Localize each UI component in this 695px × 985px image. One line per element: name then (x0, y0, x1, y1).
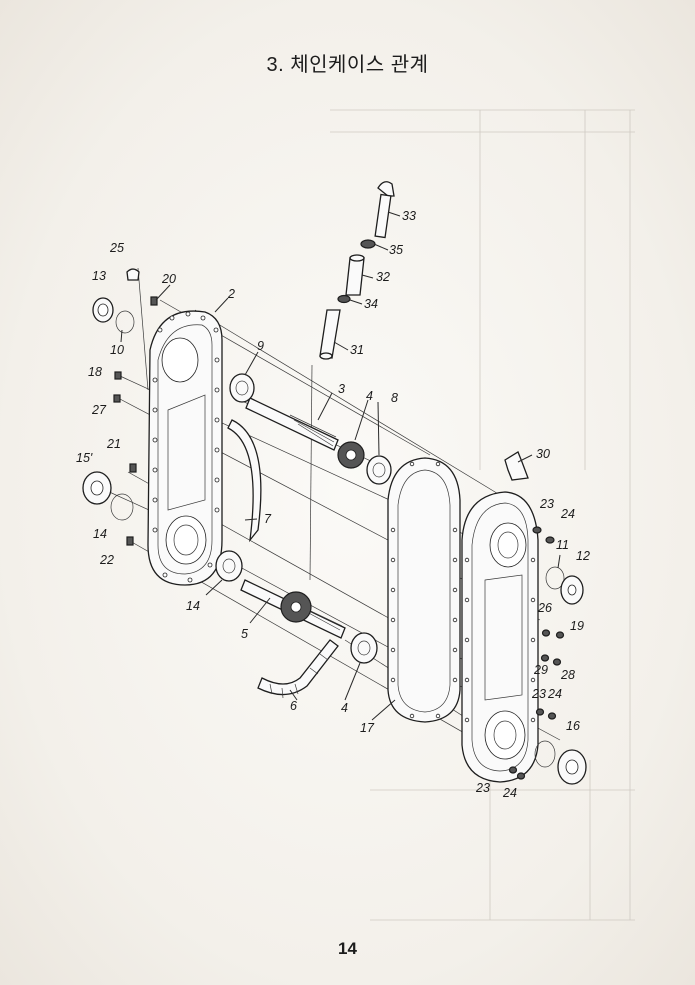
part-label: 33 (402, 209, 416, 223)
part-label: 18 (88, 365, 102, 379)
part-label: 23 (475, 781, 490, 795)
part-label: 24 (547, 687, 562, 701)
leader-lines (120, 211, 561, 721)
cover-left-bolt-holes (152, 311, 220, 583)
main-shaft (245, 397, 339, 451)
upper-shaft-assembly (319, 181, 395, 360)
part-label: 35 (389, 243, 403, 257)
gasket (387, 457, 461, 723)
part-label: 23 (539, 497, 554, 511)
part-label: 20 (161, 272, 176, 286)
part-label: 31 (350, 343, 364, 357)
part-label: 25 (109, 241, 124, 255)
part-label: 14 (93, 527, 107, 541)
part-label: 15' (76, 451, 93, 465)
part-label: 29 (533, 663, 548, 677)
page-number: 14 (338, 939, 357, 958)
part-label: 14 (186, 599, 200, 613)
part-label: 13 (92, 269, 106, 283)
part-label: 9 (257, 339, 264, 353)
left-seals-and-bolts (82, 268, 158, 546)
part-label: 24 (560, 507, 575, 521)
right-hardware (504, 451, 587, 785)
chain-guide (227, 419, 262, 543)
part-label: 4 (366, 389, 373, 403)
page-title: 3. 체인케이스 관계 (266, 54, 429, 76)
part-label: 32 (376, 270, 390, 284)
part-label: 7 (264, 512, 272, 526)
part-label: 11 (556, 538, 569, 552)
bleed-through-table (330, 109, 635, 921)
chain-case-body-right (461, 491, 539, 783)
part-label: 2 (227, 287, 235, 301)
bearings-lower (215, 550, 378, 664)
part-label: 10 (110, 343, 124, 357)
part-label: 21 (106, 437, 121, 451)
bearings-upper (229, 373, 392, 485)
part-label: 8 (391, 391, 398, 405)
roller-chain (257, 639, 339, 699)
part-label: 6 (290, 699, 297, 713)
chain-case-cover-left (147, 310, 223, 586)
part-label: 26 (537, 601, 552, 615)
lower-shaft (240, 579, 346, 639)
part-label: 30 (536, 447, 550, 461)
part-label: 28 (560, 668, 575, 682)
part-label: 23 (531, 687, 546, 701)
part-number-labels: 2 3 4 4 5 6 7 8 9 10 11 12 13 14 14 15' … (76, 209, 590, 800)
part-label: 12 (576, 549, 590, 563)
part-label: 27 (91, 403, 107, 417)
part-label: 16 (566, 719, 580, 733)
part-label: 22 (99, 553, 114, 567)
part-label: 24 (502, 786, 517, 800)
part-label: 34 (364, 297, 378, 311)
part-label: 17 (360, 721, 375, 735)
sprocket-upper (337, 441, 365, 469)
part-label: 4 (341, 701, 348, 715)
part-label: 19 (570, 619, 584, 633)
part-label: 5 (241, 627, 248, 641)
part-label: 3 (338, 382, 345, 396)
